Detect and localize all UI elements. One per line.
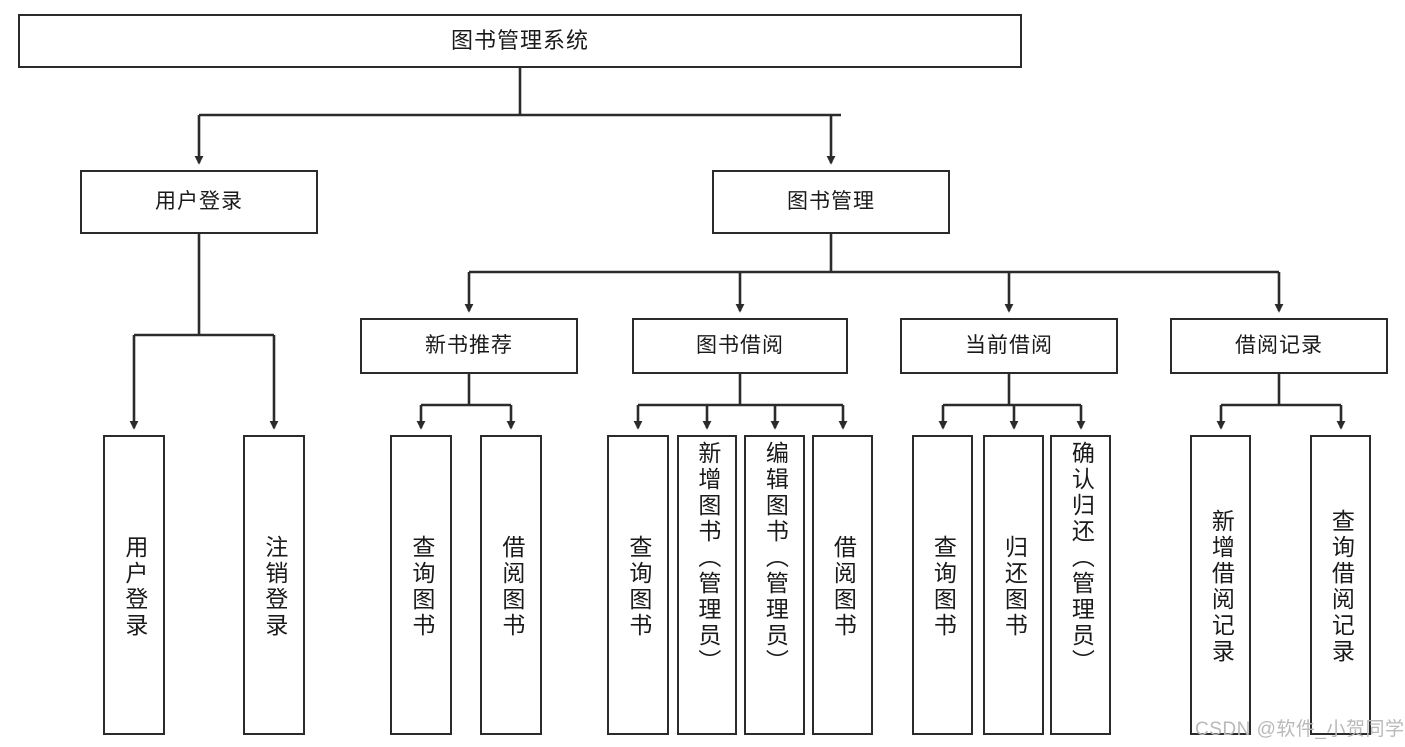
- node-label: 图书管理: [787, 189, 875, 213]
- node-leaf-borrow-book-recommend[interactable]: 借阅图书: [480, 435, 542, 735]
- node-book-management-system[interactable]: 图书管理系统: [18, 14, 1022, 68]
- node-label: 查询图书: [625, 535, 652, 639]
- node-label: 确认归还（管理员）: [1068, 441, 1095, 675]
- node-label: 借阅记录: [1235, 333, 1323, 357]
- node-label: 查询图书: [930, 535, 957, 639]
- node-label: 用户登录: [121, 535, 148, 639]
- node-label: 新增借阅记录: [1208, 509, 1235, 665]
- node-label: 归还图书: [1001, 535, 1028, 639]
- node-leaf-query-borrow-record[interactable]: 查询借阅记录: [1310, 435, 1371, 735]
- node-label: 编辑图书（管理员）: [762, 441, 789, 675]
- node-current-borrow[interactable]: 当前借阅: [900, 318, 1118, 374]
- node-new-book-recommend[interactable]: 新书推荐: [360, 318, 578, 374]
- node-user-login[interactable]: 用户登录: [80, 170, 318, 234]
- node-leaf-confirm-return-admin[interactable]: 确认归还（管理员）: [1050, 435, 1111, 735]
- node-label: 注销登录: [261, 535, 288, 639]
- node-leaf-borrow-book[interactable]: 借阅图书: [812, 435, 873, 735]
- node-borrow-record[interactable]: 借阅记录: [1170, 318, 1388, 374]
- node-label: 查询借阅记录: [1328, 509, 1355, 665]
- node-label: 图书管理系统: [450, 28, 589, 54]
- node-leaf-query-book-recommend[interactable]: 查询图书: [390, 435, 452, 735]
- node-leaf-logout-login[interactable]: 注销登录: [243, 435, 305, 735]
- node-label: 图书借阅: [696, 333, 784, 357]
- node-leaf-add-book-admin[interactable]: 新增图书（管理员）: [677, 435, 737, 735]
- node-book-borrow[interactable]: 图书借阅: [632, 318, 848, 374]
- node-label: 用户登录: [155, 189, 243, 213]
- node-leaf-add-borrow-record[interactable]: 新增借阅记录: [1190, 435, 1251, 735]
- node-label: 新书推荐: [425, 333, 513, 357]
- node-label: 当前借阅: [965, 333, 1053, 357]
- node-label: 借阅图书: [498, 535, 525, 639]
- node-label: 查询图书: [408, 535, 435, 639]
- node-leaf-return-book[interactable]: 归还图书: [983, 435, 1044, 735]
- node-leaf-query-book-borrow[interactable]: 查询图书: [607, 435, 669, 735]
- node-book-management[interactable]: 图书管理: [712, 170, 950, 234]
- node-label: 新增图书（管理员）: [694, 441, 721, 675]
- node-leaf-user-login[interactable]: 用户登录: [103, 435, 165, 735]
- node-leaf-edit-book-admin[interactable]: 编辑图书（管理员）: [744, 435, 805, 735]
- node-leaf-query-book-current[interactable]: 查询图书: [912, 435, 973, 735]
- node-label: 借阅图书: [830, 535, 857, 639]
